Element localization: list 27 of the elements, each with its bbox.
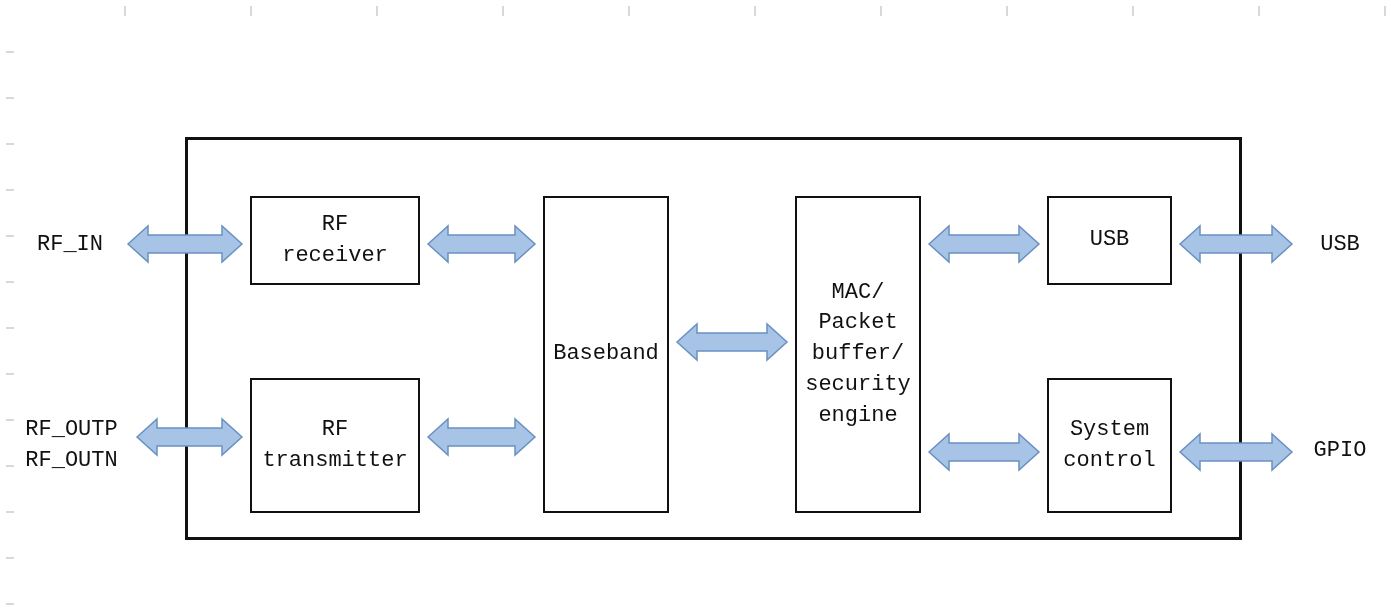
outer-frame (185, 137, 1242, 540)
double-arrow (1178, 432, 1294, 472)
double-arrow (426, 224, 537, 264)
signal-label: RF_OUTN (25, 447, 118, 475)
block-box (795, 196, 921, 513)
block-label: Baseband (553, 340, 659, 369)
double-arrow (927, 224, 1041, 264)
block-box (543, 196, 669, 513)
block-box (250, 378, 420, 513)
block-box (1047, 378, 1172, 513)
block-label: USB (1089, 226, 1130, 255)
double-arrow (135, 417, 244, 457)
signal-label: RF_IN (37, 230, 103, 259)
double-arrow (1178, 224, 1294, 264)
double-arrow (426, 417, 537, 457)
block-box (1047, 196, 1172, 285)
double-arrow (675, 322, 789, 362)
signal-label: GPIO (1313, 436, 1367, 465)
block-label: RF transmitter (262, 415, 408, 475)
block-label: MAC/ Packet buffer/ security engine (805, 278, 911, 430)
signal-label: RF_OUTP (25, 416, 118, 445)
block-box (250, 196, 420, 285)
signal-label: USB (1320, 230, 1360, 259)
block-label: System control (1063, 415, 1156, 475)
double-arrow (927, 432, 1041, 472)
double-arrow (126, 224, 244, 264)
block-label: RF receiver (282, 210, 388, 270)
